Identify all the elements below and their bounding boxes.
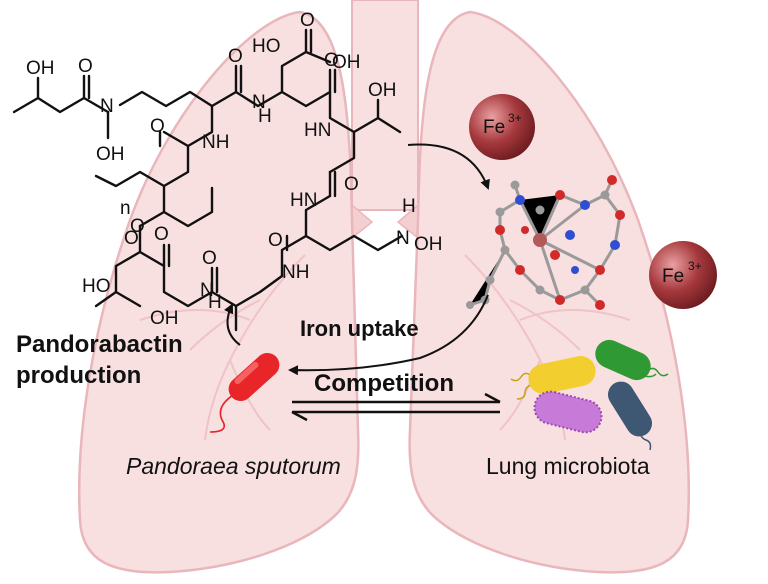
complex-atoms (466, 175, 625, 310)
svg-text:Fe: Fe (662, 266, 684, 287)
atom-h-3: H (208, 292, 222, 313)
atom-n-1: N (100, 96, 114, 117)
atom-h-1: H (258, 106, 272, 127)
atom-oh-3: OH (332, 52, 361, 73)
arrow-structure-to-complex (407, 143, 490, 190)
atom-labels: OH O N OH O HO O OH H N O OH HN O NH O H… (26, 10, 443, 329)
fe-ion-top: Fe 3+ (469, 94, 535, 160)
atom-o-7: O (268, 230, 283, 251)
atom-oh-5: OH (414, 234, 443, 255)
label-producer: Pandoraea sputorum (126, 453, 341, 479)
index-n: n (120, 198, 131, 219)
atom-oh-6: OH (150, 308, 179, 329)
label-production: production (16, 362, 141, 389)
right-lung (408, 10, 691, 574)
atom-h-2: H (402, 196, 416, 217)
atom-hn-1: HN (304, 120, 331, 141)
svg-text:3+: 3+ (688, 259, 702, 273)
arrow-iron-uptake (288, 294, 489, 376)
pandorabactin-structure (12, 28, 404, 332)
blue-bacterium (607, 381, 653, 451)
left-lung (77, 10, 360, 574)
atom-o-4: O (324, 50, 339, 71)
atom-o-8: O (154, 224, 169, 245)
label-iron-uptake: Iron uptake (300, 316, 419, 341)
trachea (351, 0, 419, 211)
purple-bacterium (533, 390, 603, 434)
atom-n-4: N (200, 280, 214, 301)
green-bacterium (595, 339, 669, 381)
atom-o-11: O (124, 228, 139, 249)
label-pandorabactin: Pandorabactin (16, 331, 183, 358)
atom-ho-2: HO (82, 276, 111, 297)
atom-nh-1: NH (202, 132, 229, 153)
pandoraea-bacterium (209, 352, 280, 433)
atom-nh-2: NH (282, 262, 309, 283)
atom-o-6: O (344, 174, 359, 195)
svg-text:3+: 3+ (508, 111, 522, 125)
lungs-illustration (77, 0, 691, 574)
atom-oh-4: OH (368, 80, 397, 101)
atom-o-3: O (300, 10, 315, 31)
atom-n-3: N (396, 228, 410, 249)
fe-ion-right: Fe 3+ (649, 241, 717, 309)
atom-hn-2: HN (290, 190, 317, 211)
atom-o-5: O (150, 116, 165, 137)
atom-o-2: O (228, 46, 243, 67)
yellow-bacterium (510, 356, 596, 400)
svg-text:Fe: Fe (483, 117, 505, 138)
atom-o-9: O (202, 248, 217, 269)
label-microbiota: Lung microbiota (486, 453, 650, 479)
atom-oh-2: OH (96, 144, 125, 165)
atom-o-1: O (78, 56, 93, 77)
atom-n-2: N (252, 92, 266, 113)
atom-oh-1: OH (26, 58, 55, 79)
atom-o-10: O (130, 216, 145, 237)
label-competition: Competition (314, 370, 454, 397)
bronchial-tree (139, 254, 631, 441)
arrow-production (224, 303, 241, 346)
atom-ho-1: HO (252, 36, 281, 57)
